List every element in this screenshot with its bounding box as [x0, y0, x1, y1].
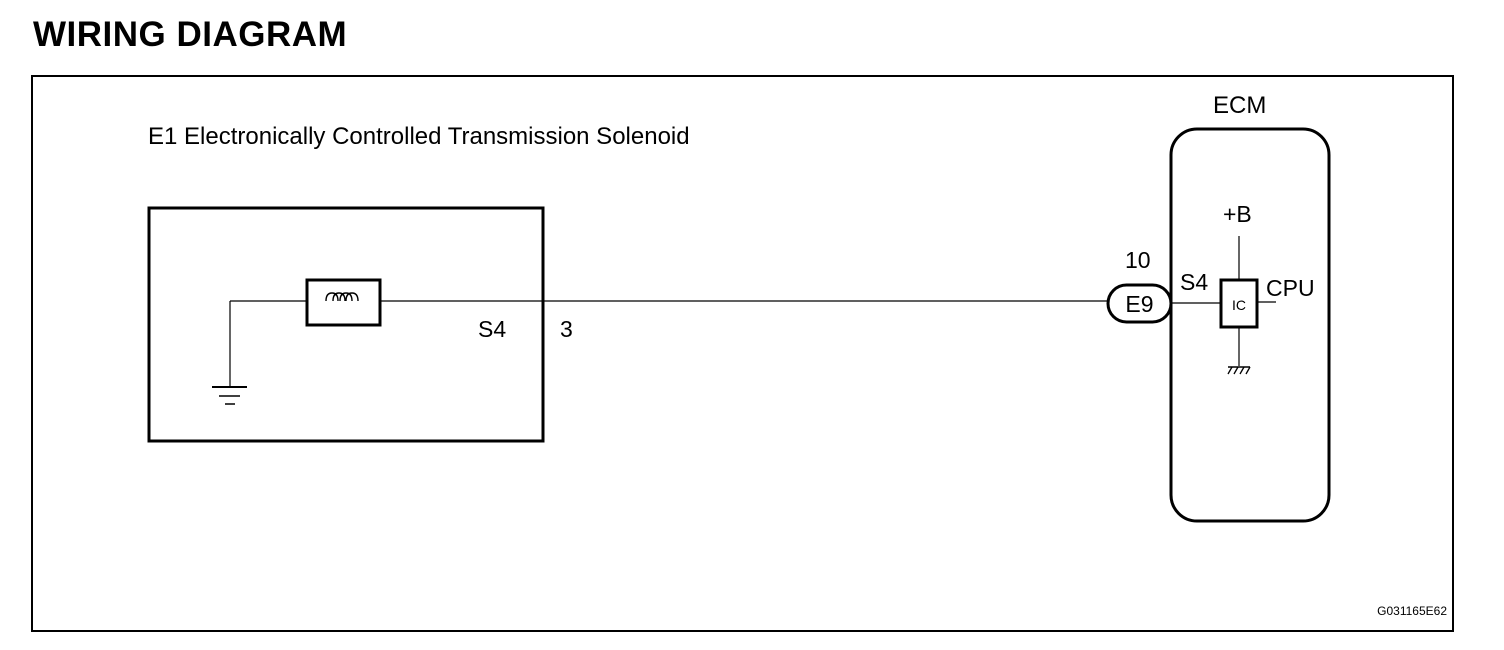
page-title: WIRING DIAGRAM — [33, 15, 348, 54]
ground-icon — [212, 386, 247, 405]
ecm-name-label: ECM — [1213, 92, 1266, 119]
diagram-frame — [31, 75, 1454, 632]
ic-box — [1219, 278, 1259, 329]
solenoid-name-label: E1 Electronically Controlled Transmissio… — [148, 123, 690, 150]
supply-label: +B — [1223, 201, 1252, 227]
solenoid-coil-icon — [305, 278, 382, 327]
connector-e9-label: E9 — [1125, 291, 1153, 317]
ecm-box — [1169, 127, 1331, 523]
solenoid-component-box — [147, 206, 545, 443]
cpu-label: CPU — [1266, 275, 1315, 301]
ecm-terminal-label: S4 — [1180, 269, 1208, 295]
ic-label: IC — [1232, 297, 1246, 313]
solenoid-terminal-label: S4 — [478, 316, 506, 342]
chassis-ground-icon — [1227, 366, 1251, 375]
solenoid-pin-label: 3 — [560, 316, 573, 342]
ecm-pin-label: 10 — [1125, 247, 1151, 273]
figure-code-label: G031165E62 — [1377, 604, 1447, 618]
